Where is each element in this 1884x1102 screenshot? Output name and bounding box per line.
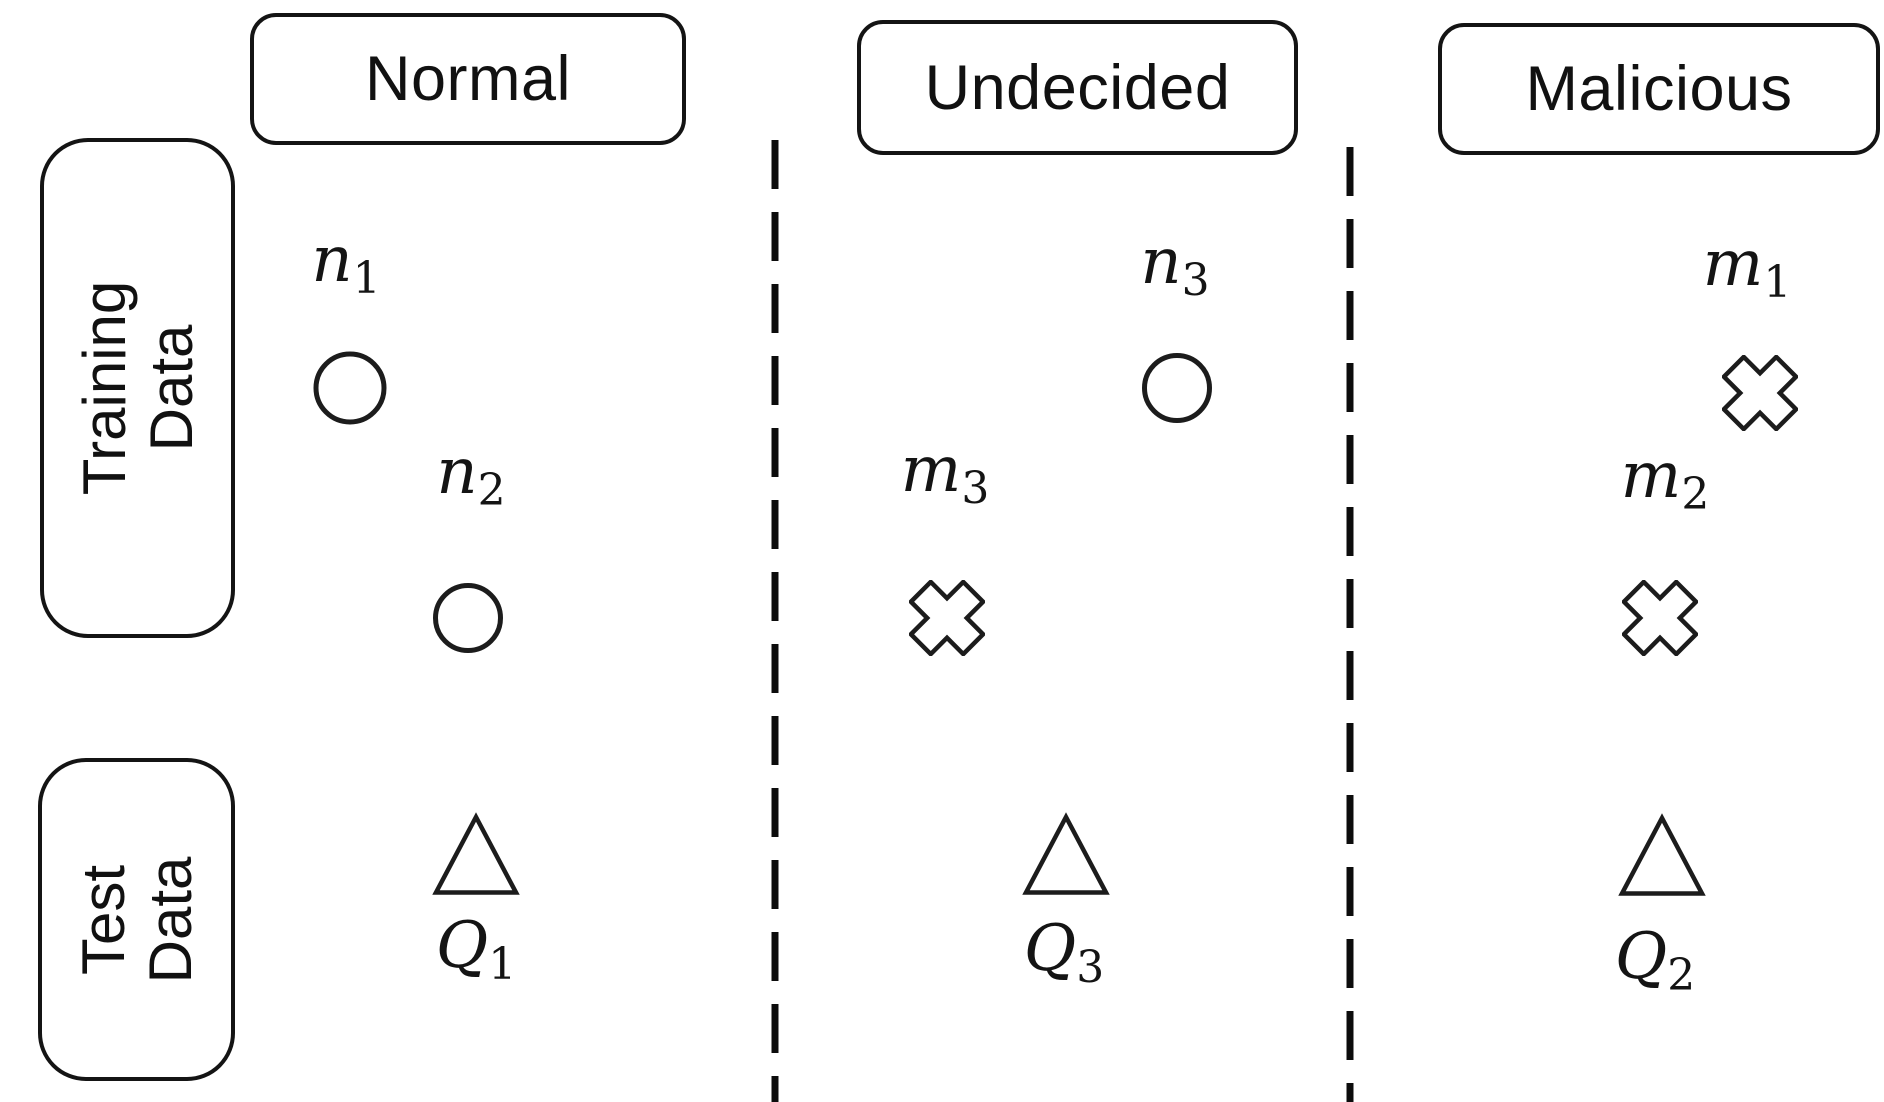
- label-q1: Q1: [435, 909, 517, 990]
- row-header-training-data: Training Data: [40, 138, 235, 638]
- label-n3: n3: [1140, 225, 1210, 306]
- label-m2: m2: [1620, 439, 1710, 520]
- row-header-test-data-label: Test Data: [69, 856, 204, 983]
- column-header-undecided-label: Undecided: [924, 52, 1231, 123]
- m1-cross-marker: [1722, 355, 1798, 431]
- label-m1: m1: [1702, 227, 1792, 308]
- n2-circle-marker: [433, 583, 503, 653]
- dashed-separator-right: [1346, 147, 1354, 1102]
- label-q3: Q3: [1023, 912, 1105, 993]
- label-n1: n1: [311, 223, 381, 304]
- q2-triangle-marker: [1618, 813, 1706, 896]
- m2-cross-marker: [1622, 580, 1698, 656]
- dashed-separator-left: [771, 140, 779, 1102]
- column-header-malicious-label: Malicious: [1525, 54, 1793, 124]
- q3-triangle-marker: [1022, 812, 1110, 895]
- n3-circle-marker: [1142, 353, 1212, 423]
- n1-circle-marker: [313, 351, 387, 425]
- label-n2: n2: [436, 435, 506, 516]
- q1-triangle-marker: [432, 812, 520, 895]
- label-m3: m3: [900, 433, 990, 514]
- row-header-training-data-label: Training Data: [70, 280, 205, 496]
- column-header-normal: Normal: [250, 13, 686, 145]
- column-header-normal-label: Normal: [364, 44, 572, 114]
- m3-cross-marker: [909, 580, 985, 656]
- label-q2: Q2: [1614, 920, 1696, 1001]
- column-header-undecided: Undecided: [857, 20, 1298, 155]
- column-header-malicious: Malicious: [1438, 23, 1880, 155]
- row-header-test-data: Test Data: [38, 758, 235, 1081]
